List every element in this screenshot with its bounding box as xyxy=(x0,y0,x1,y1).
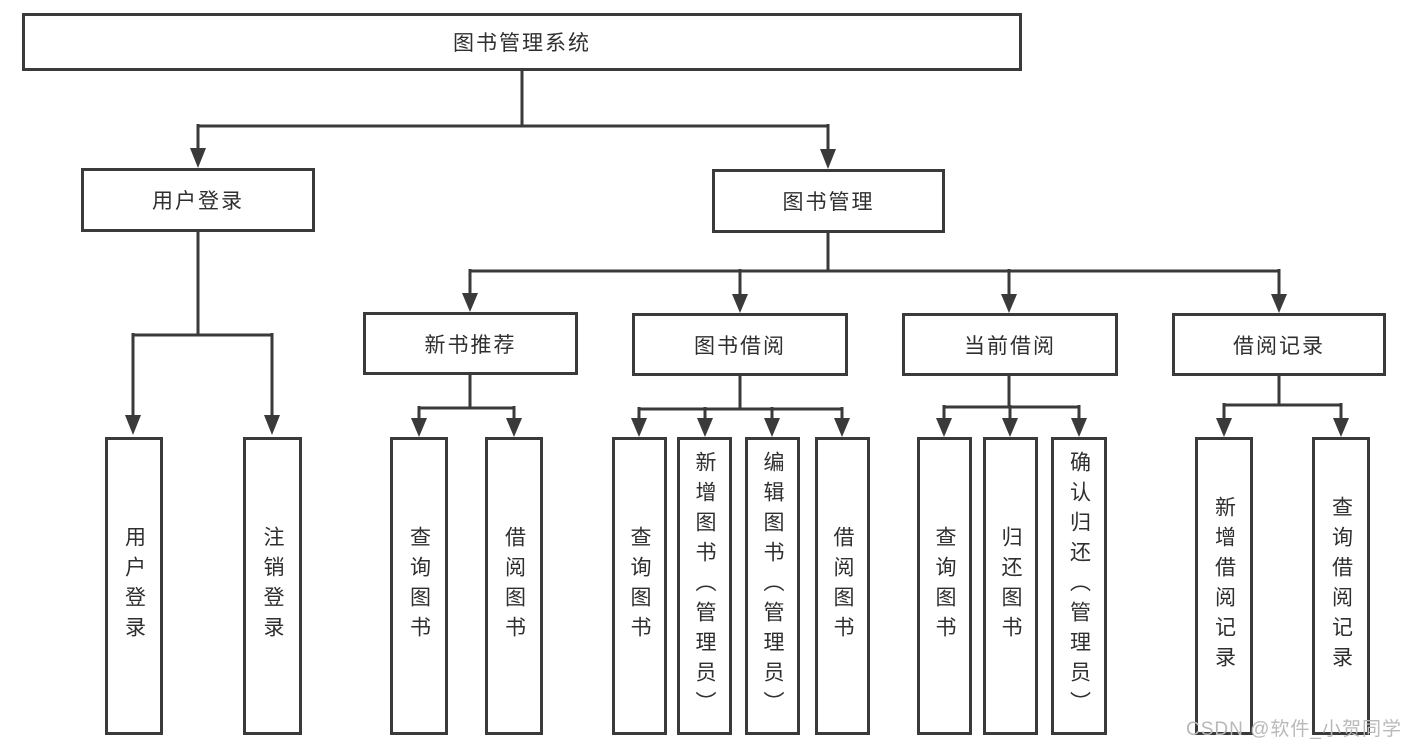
leaf-add-borrow-record: 新增借阅记录 xyxy=(1195,437,1253,735)
leaf-logout: 注销登录 xyxy=(243,437,302,735)
node-current-borrowing: 当前借阅 xyxy=(902,313,1118,376)
node-library-management-system: 图书管理系统 xyxy=(22,13,1022,71)
leaf-user-login: 用户登录 xyxy=(105,437,163,735)
connector-new-book-to-children xyxy=(417,375,516,421)
connector-user-login-to-children xyxy=(131,232,274,418)
node-borrowing-records: 借阅记录 xyxy=(1172,313,1386,376)
csdn-watermark: CSDN @软件_小贺同学 xyxy=(1186,719,1402,740)
arrowheads xyxy=(125,148,1349,437)
leaf-borrowing-borrow-books: 借阅图书 xyxy=(815,437,870,735)
connector-root-to-level2 xyxy=(196,71,830,153)
node-user-login: 用户登录 xyxy=(81,168,315,232)
leaf-newbook-query-books: 查询图书 xyxy=(390,437,448,735)
connector-current-borrow-to-children xyxy=(942,376,1081,421)
leaf-query-borrow-record: 查询借阅记录 xyxy=(1312,437,1370,735)
leaf-borrowing-query-books: 查询图书 xyxy=(612,437,667,735)
leaf-confirm-return-admin: 确认归还（管理员） xyxy=(1051,437,1107,735)
node-new-book-recommend: 新书推荐 xyxy=(363,312,578,375)
node-book-borrowing: 图书借阅 xyxy=(632,313,848,376)
leaf-current-query-books: 查询图书 xyxy=(917,437,972,735)
connector-borrow-records-to-children xyxy=(1222,376,1343,421)
node-book-management: 图书管理 xyxy=(712,169,945,233)
connector-book-borrow-to-children xyxy=(637,376,844,421)
leaf-return-books: 归还图书 xyxy=(983,437,1038,735)
leaf-add-book-admin: 新增图书（管理员） xyxy=(677,437,732,735)
leaf-newbook-borrow-books: 借阅图书 xyxy=(485,437,543,735)
leaf-edit-book-admin: 编辑图书（管理员） xyxy=(745,437,800,735)
connector-book-mgmt-to-level3 xyxy=(468,233,1281,296)
